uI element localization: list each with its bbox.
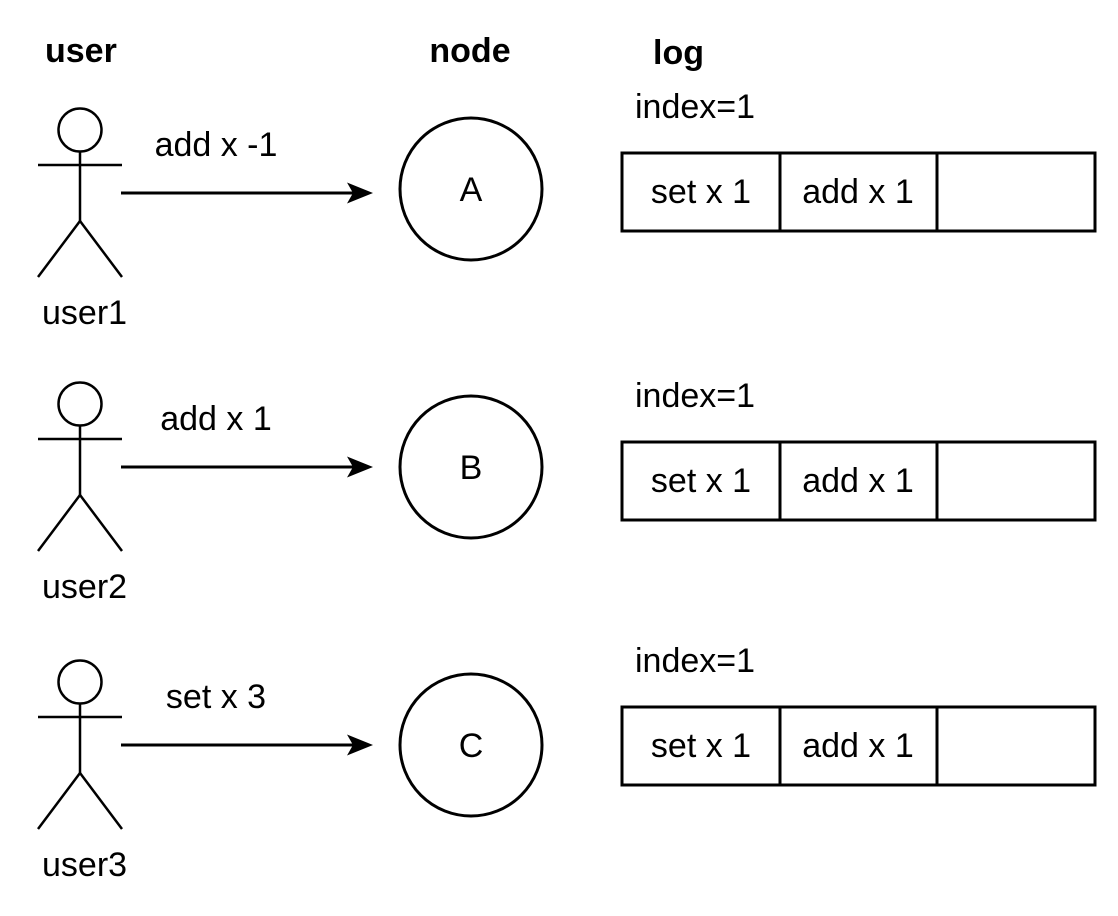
log-cell-text: add x 1 [802,173,914,211]
message-arrow [121,456,373,478]
column-header-node: node [429,32,510,70]
log-cell-text: set x 1 [651,173,751,211]
node-circle [398,672,544,818]
diagram-row-1: user1 add x -1 A index=1 set x 1 add x 1 [37,88,1097,332]
actor-head-icon [57,107,103,153]
log-index-label: index=1 [635,88,755,126]
message-label: set x 3 [166,678,266,716]
log-cell [778,705,939,787]
log-cell [935,440,1097,522]
log-cell-text: set x 1 [651,462,751,500]
actor-figure-icon [37,659,123,830]
node-label: C [459,727,484,765]
column-header-log: log [653,34,704,72]
column-header-user: user [45,32,117,70]
actor-head-icon [57,659,103,705]
message-arrow [121,734,373,756]
node-circle [398,116,544,262]
diagram-row-2: user2 add x 1 B index=1 set x 1 add x 1 [37,377,1097,606]
actor-right-leg-icon [79,494,123,552]
actor-figure-icon [37,107,123,278]
actor-label: user1 [42,294,127,332]
log-table: set x 1 add x 1 [620,440,1097,522]
log-index-label: index=1 [635,642,755,680]
log-cell-text: add x 1 [802,462,914,500]
log-cell [620,151,782,233]
node-label: A [460,171,483,209]
log-index-label: index=1 [635,377,755,415]
log-table: set x 1 add x 1 [620,705,1097,787]
log-table: set x 1 add x 1 [620,151,1097,233]
message-arrow [121,182,373,204]
actor-left-leg-icon [37,494,81,552]
log-cell [935,151,1097,233]
log-cell [620,705,782,787]
diagram-row-3: user3 set x 3 C index=1 set x 1 add x 1 [37,642,1097,884]
actor-head-icon [57,381,103,427]
message-label: add x -1 [155,126,278,164]
arrowhead-icon [347,734,373,756]
actor-left-leg-icon [37,772,81,830]
actor-label: user2 [42,568,127,606]
arrowhead-icon [347,456,373,478]
log-cell-text: add x 1 [802,727,914,765]
actor-label: user3 [42,846,127,884]
arrowhead-icon [347,182,373,204]
message-label: add x 1 [160,400,272,438]
node-circle [398,394,544,540]
actor-figure-icon [37,381,123,552]
actor-right-leg-icon [79,772,123,830]
log-cell-text: set x 1 [651,727,751,765]
node-label: B [460,449,483,487]
actor-right-leg-icon [79,220,123,278]
log-cell [935,705,1097,787]
actor-left-leg-icon [37,220,81,278]
log-cell [778,151,939,233]
